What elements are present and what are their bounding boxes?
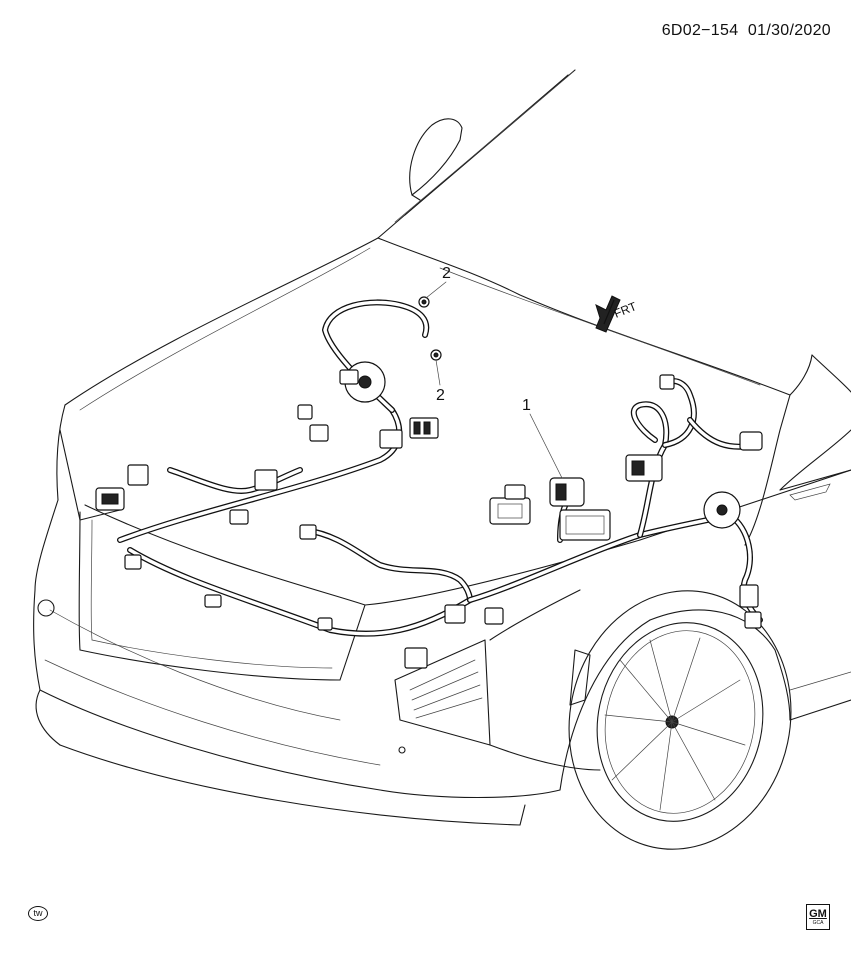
diagram-id: 6D02−154 [661, 22, 739, 39]
bolt-lower [430, 349, 442, 361]
callout-1-label: 1 [522, 397, 531, 414]
vehicle-body [33, 69, 851, 826]
gm-logo-bottom: GCA [812, 919, 824, 926]
bolt-upper [418, 296, 430, 308]
diagram-date: 01/30/2020 [747, 22, 831, 39]
callout-2-upper-label: 2 [442, 265, 451, 282]
tw-badge: tw [28, 906, 48, 921]
callout-2-lower-label: 2 [436, 387, 445, 404]
callout-1: 1 [522, 397, 563, 479]
callout-2-upper: 2 [425, 265, 451, 299]
diagram-header: 6D02−154 01/30/2020 [662, 22, 831, 40]
gm-logo-top: GM [809, 907, 827, 920]
tw-badge-text: tw [33, 908, 43, 918]
callout-2-lower: 2 [435, 359, 445, 404]
gm-logo: GM GCA [806, 904, 830, 930]
front-wheel [568, 590, 792, 850]
harness-connectors [95, 361, 763, 669]
front-direction-arrow: FRT [595, 295, 639, 333]
